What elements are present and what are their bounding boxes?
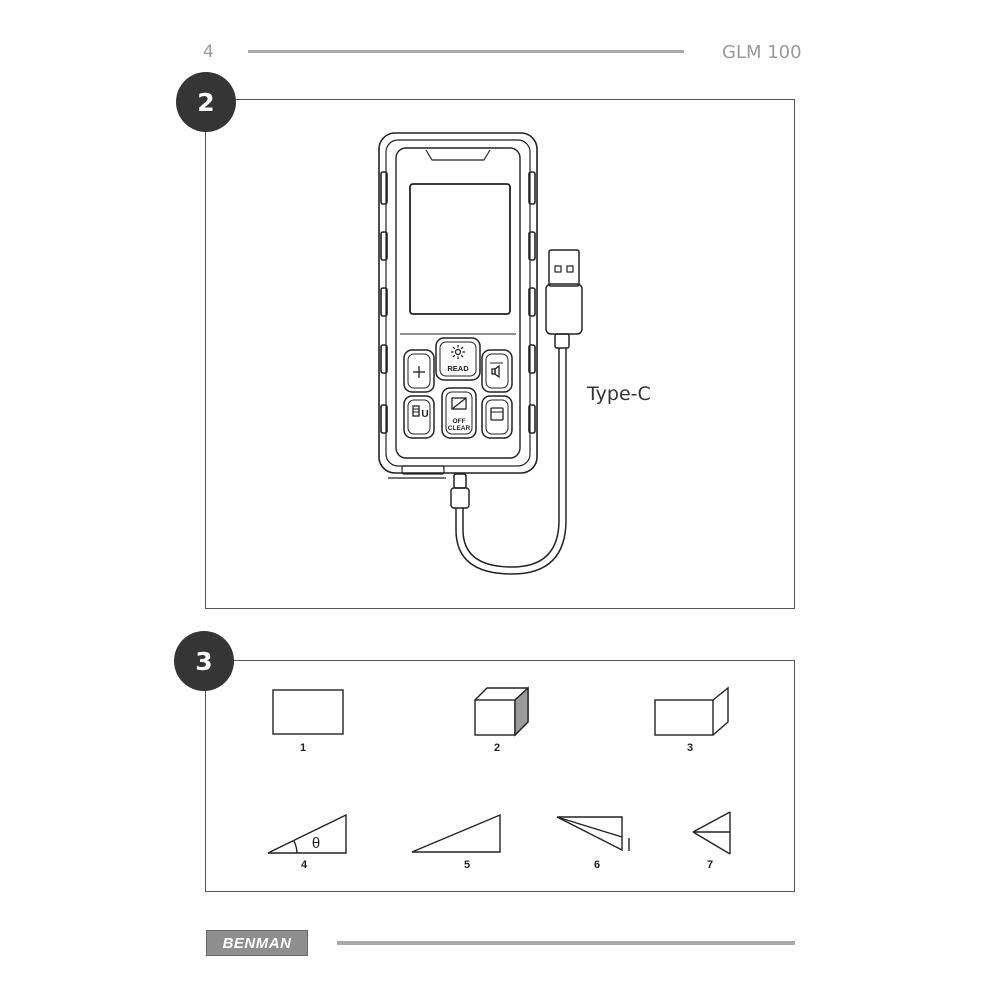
mode-1-label: 1 bbox=[300, 742, 306, 754]
mode-5-label: 5 bbox=[464, 859, 470, 871]
step-3-panel bbox=[205, 660, 795, 892]
device-body bbox=[378, 132, 538, 474]
read-button bbox=[435, 337, 481, 381]
off-clear-button bbox=[441, 387, 477, 439]
brand-logo: BENMAN bbox=[206, 930, 308, 956]
read-label: READ bbox=[447, 364, 469, 373]
memory-icon bbox=[490, 407, 504, 421]
mode-5-triangle-icon bbox=[411, 813, 501, 853]
mode-4-angle-icon bbox=[267, 813, 347, 854]
angle-symbol: θ bbox=[312, 835, 320, 852]
unit-label: U bbox=[421, 409, 428, 420]
unit-button bbox=[403, 395, 435, 439]
off-label: OFF bbox=[453, 418, 466, 425]
mode-2-label: 2 bbox=[494, 742, 500, 754]
mode-7-label: 7 bbox=[707, 859, 713, 871]
step-3-badge: 3 bbox=[174, 631, 234, 691]
memory-button bbox=[481, 395, 513, 439]
mode-7-partial-height-icon bbox=[692, 811, 731, 855]
usb-cable bbox=[450, 249, 583, 575]
mode-6-double-triangle-icon bbox=[556, 816, 630, 852]
plus-icon bbox=[413, 366, 425, 378]
step-2-panel bbox=[205, 99, 795, 609]
cable-type-label: Type-C bbox=[587, 383, 651, 405]
footer-divider bbox=[337, 941, 795, 945]
speaker-icon bbox=[490, 362, 503, 379]
laser-icon bbox=[451, 345, 465, 359]
mode-2-volume-icon bbox=[474, 686, 529, 737]
mode-6-label: 6 bbox=[594, 859, 600, 871]
mode-3-wall-icon bbox=[654, 686, 729, 736]
measure-mode-icon bbox=[451, 397, 467, 410]
plus-button bbox=[403, 349, 435, 393]
clear-label: CLEAR bbox=[448, 425, 471, 432]
step-2-badge: 2 bbox=[176, 72, 236, 132]
unit-icon bbox=[412, 405, 420, 417]
header-divider bbox=[248, 50, 684, 53]
sound-button bbox=[481, 349, 513, 393]
brand-logo-text: BENMAN bbox=[222, 934, 292, 952]
mode-4-label: 4 bbox=[301, 859, 308, 871]
mode-3-label: 3 bbox=[687, 742, 693, 754]
page-number: 4 bbox=[203, 42, 214, 62]
model-name: GLM 100 bbox=[722, 42, 802, 63]
mode-1-area-icon bbox=[272, 689, 344, 735]
device-screen bbox=[409, 183, 511, 315]
